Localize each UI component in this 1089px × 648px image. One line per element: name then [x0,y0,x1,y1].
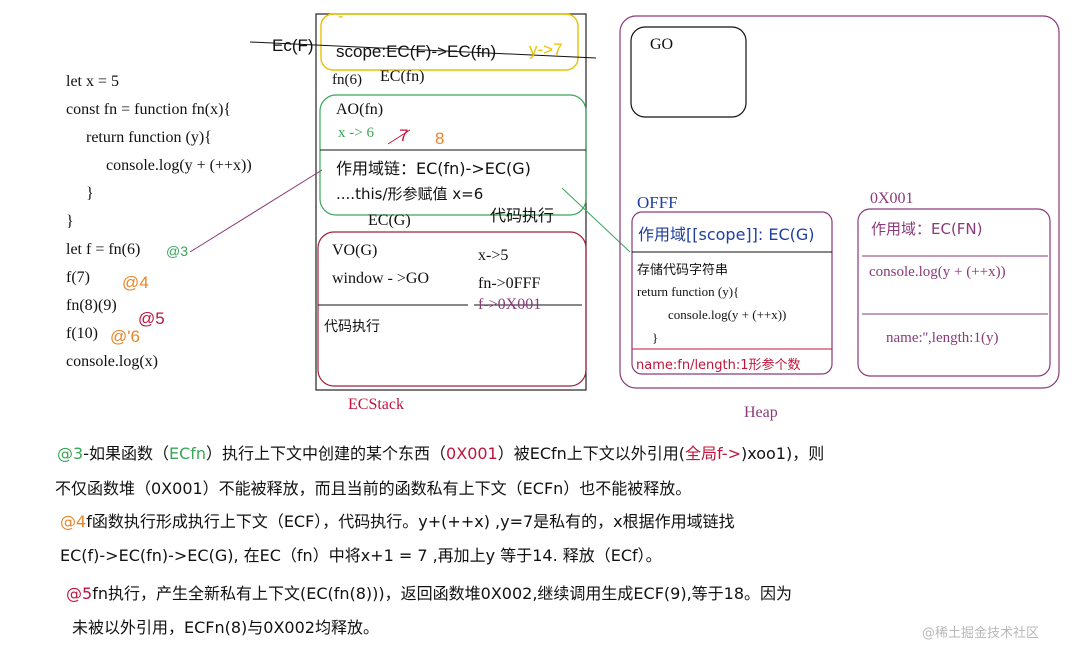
offf-props: name:fn/length:1形参个数 [636,358,801,373]
g-exec: 代码执行 [324,319,380,335]
note-1-ecfn: ECfn [168,444,207,463]
g-x: x->5 [478,247,509,264]
vo-title: VO(G) [332,242,378,259]
code-line-4: console.log(y + (++x)) [106,157,252,174]
x001-props: name:'',length:1(y) [886,330,999,346]
note-4: EC(f)->EC(fn)->EC(G), 在EC（fn）中将x+1 = 7 ,… [60,546,662,565]
x001-scope: 作用域：EC(FN) [871,220,983,238]
x001-code: console.log(y + (++x)) [869,264,1006,280]
ao-seven: 7 [399,126,409,145]
offf-code-3: } [652,330,659,345]
scope-suffix: y->7 [529,40,563,59]
code-line-6: } [66,213,74,230]
ec-f-dash: - [338,8,344,25]
ec-f-label: Ec(F) [272,36,314,55]
ecstack-label: ECStack [348,396,404,413]
heap-label: Heap [744,404,778,421]
code-line-2: const fn = function fn(x){ [66,101,232,118]
note-5: @5fn执行，产生全新私有上下文(EC(fn(8)))，返回函数堆0X002,继… [66,580,792,604]
heap-frame [619,15,1060,389]
go-frame [630,26,747,118]
note-1-c: ）被ECfn上下文以外引用( [497,444,686,463]
code-line-3: return function (y){ [86,129,212,146]
mark-at4: @4 [122,273,149,292]
ec-f-frame [320,13,579,71]
code-line-10: f(10) [66,325,98,342]
code-line-11: console.log(x) [66,353,158,370]
note-1-b: ）执行上下文中创建的某个东西（ [206,444,447,463]
ao-eight: 8 [435,129,445,148]
code-line-1: let x = 5 [66,73,120,90]
ec-fn-frame [319,94,587,216]
note-5-mark: @5 [66,584,93,603]
note-6: 未被以外引用，ECFn(8)与0X002均释放。 [72,618,379,637]
mark-at3: @3 [166,243,188,259]
x001-addr: 0X001 [870,190,914,207]
note-1-mark: @3 [57,444,84,463]
g-fn: fn->0FFF [478,275,541,292]
ec-fn-label: EC(fn) [380,68,425,85]
note-3-mark: @4 [60,512,87,531]
seven-strike [387,129,411,145]
scope-text: scope:EC(F)->EC(fn) [336,42,497,61]
note-1-addr: 0X001 [446,444,498,463]
scope-chain: 作用域链：EC(fn)->EC(G) [336,159,531,178]
code-line-9: fn(8)(9) [66,297,117,314]
code-line-7: let f = fn(6) [66,241,141,258]
ao-x: x -> 6 [338,125,374,141]
code-line-5: } [86,185,94,202]
note-2: 不仅函数堆（0X001）不能被释放，而且当前的函数私有上下文（ECFn）也不能被… [55,479,692,498]
ec-g-label: EC(G) [368,212,411,229]
mark-at5: @5 [138,309,165,328]
scope-strike [249,41,597,59]
offf-scope: 作用域[[scope]]: EC(G) [638,225,815,244]
connector-offf [561,187,631,253]
offf-code-1: return function (y){ [637,284,740,299]
note-3-text: f函数执行形成执行上下文（ECF），代码执行。y+(++x) ,y=7是私有的，… [86,512,735,531]
note-5-text: fn执行，产生全新私有上下文(EC(fn(8)))，返回函数堆0X002,继续调… [92,584,793,603]
note-1-d: )xoo1)，则 [741,444,825,463]
note-1: @3-如果函数（ECfn）执行上下文中创建的某个东西（0X001）被ECfn上下… [57,440,824,464]
offf-code-2: console.log(y + (++x)) [668,307,787,322]
g-f: f->0X001 [478,296,542,313]
watermark: @稀土掘金技术社区 [922,626,1040,641]
ao-title: AO(fn) [336,101,384,118]
offf-frame [631,211,833,375]
note-1-a: -如果函数（ [83,444,169,463]
note-1-global: 全局f-> [685,444,741,463]
window-line: window - >GO [332,270,430,287]
offf-store: 存储代码字符串 [637,263,729,278]
ec-g-frame [317,231,587,387]
x001-frame [857,208,1051,377]
offf-addr: OFFF [637,193,678,212]
note-3: @4f函数执行形成执行上下文（ECF），代码执行。y+(++x) ,y=7是私有… [60,508,735,532]
go-label: GO [650,36,674,53]
code-line-8: f(7) [66,269,90,286]
fn6-label: fn(6) [332,72,362,88]
exec-label: 代码执行 [490,206,555,225]
mark-at6: @'6 [110,327,140,346]
this-line: ....this/形参赋值 x=6 [336,185,484,203]
connector-at3 [189,169,323,253]
